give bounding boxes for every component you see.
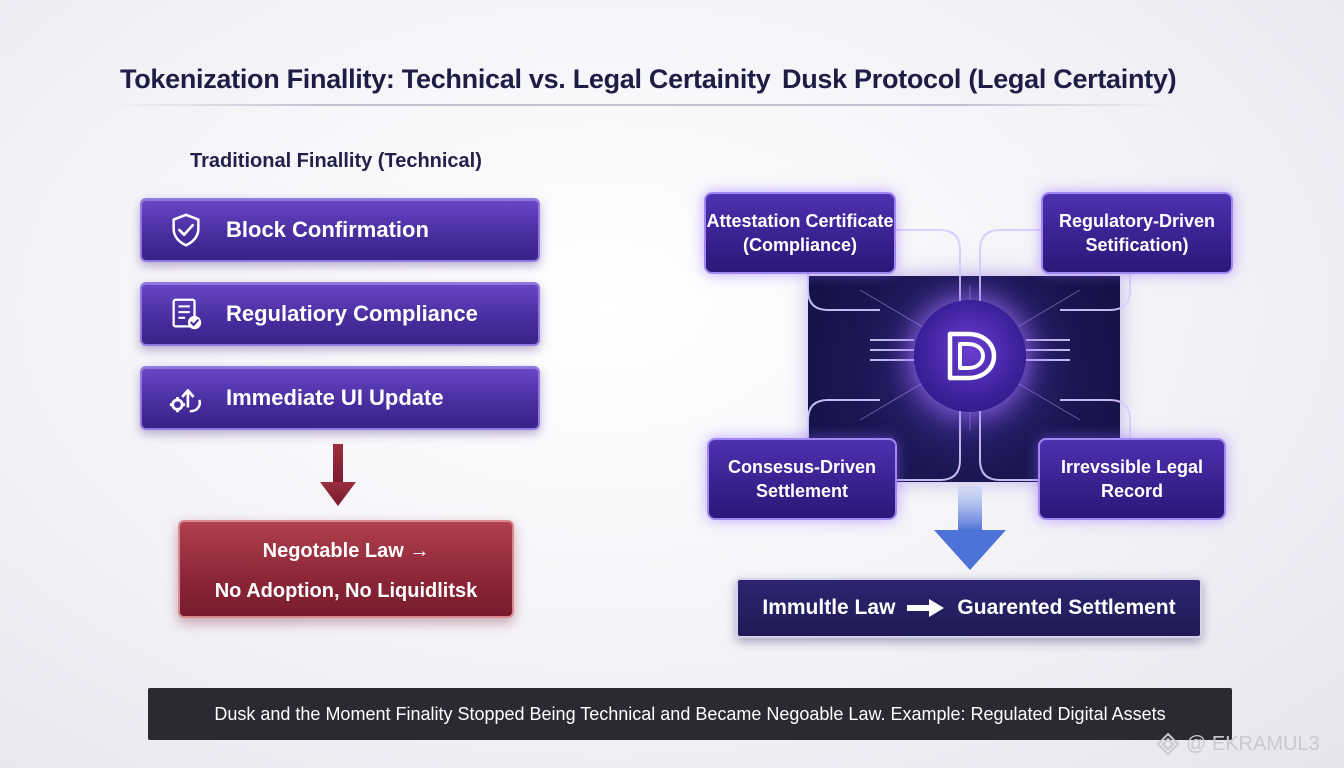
guaranteed-settlement-box: Immultle Law Guarented Settlement: [736, 578, 1202, 638]
attestation-line1: Attestation Certificate: [706, 211, 894, 231]
consensus-line2: Settlement: [755, 481, 848, 501]
dusk-logo-icon: [914, 300, 1026, 412]
footer-caption-bar: Dusk and the Moment Finality Stopped Bei…: [148, 688, 1232, 740]
shield-check-icon: [164, 208, 208, 252]
irreversible-line1: Irrevssible Legal: [1060, 457, 1204, 477]
regulatory-compliance-label: Regulatiory Compliance: [226, 301, 478, 326]
block-confirmation-label: Block Confirmation: [226, 217, 429, 242]
down-arrow-right-icon: [934, 486, 1006, 570]
negotiable-law-box: Negotable Law → No Adoption, No Liquidli…: [178, 520, 514, 618]
attestation-certificate-node: Attestation Certificate (Compliance): [704, 192, 896, 274]
regulatory-compliance-box: Regulatiory Compliance: [140, 282, 540, 346]
no-adoption-label: No Adoption, No Liquidlitsk: [214, 580, 478, 602]
regulatory-line2: Setification): [1085, 235, 1189, 255]
irreversible-line2: Record: [1100, 481, 1163, 501]
document-check-icon: [164, 292, 208, 336]
down-arrow-left-icon: [320, 444, 356, 506]
immediate-ui-update-label: Immediate UI Update: [226, 385, 444, 410]
right-arrow-icon: →: [409, 540, 430, 562]
watermark-text: @ EKRAMUL3: [1186, 732, 1320, 755]
negotiable-law-label: Negotable Law: [262, 540, 404, 562]
guaranteed-settlement-label: Guarented Settlement: [957, 596, 1176, 619]
immediate-ui-update-box: Immediate UI Update: [140, 366, 540, 430]
title-right: Dusk Protocol (Legal Certainty): [782, 64, 1177, 94]
gear-refresh-icon: [164, 376, 208, 420]
title-left: Tokenization Finallity: Technical vs. Le…: [120, 64, 771, 94]
attestation-line2: (Compliance): [742, 235, 857, 255]
bold-right-arrow-icon: [907, 599, 945, 617]
immutable-law-label: Immultle Law: [762, 596, 896, 619]
left-panel-subtitle: Traditional Finallity (Technical): [190, 150, 482, 172]
watermark: @ EKRAMUL3: [1156, 732, 1320, 756]
diamond-logo-icon: [1156, 732, 1180, 756]
consensus-line1: Consesus-Driven: [727, 457, 877, 477]
block-confirmation-box: Block Confirmation: [140, 198, 540, 262]
title-divider: [110, 104, 1170, 106]
regulatory-line1: Regulatory-Driven: [1058, 211, 1216, 231]
